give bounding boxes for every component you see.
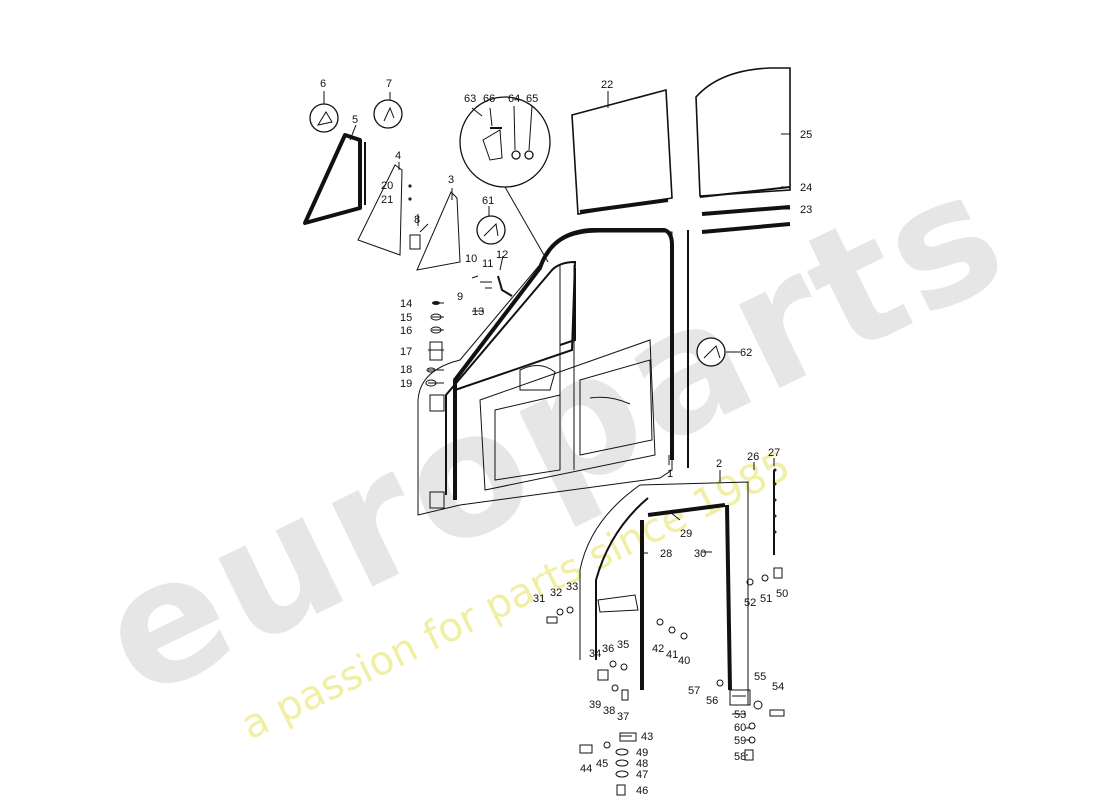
callout-37: 37 — [617, 711, 629, 723]
callout-49: 49 — [636, 747, 648, 759]
callout-28: 28 — [660, 548, 672, 560]
window-frame-seal — [453, 228, 674, 500]
callout-27: 27 — [768, 447, 780, 459]
callout-17: 17 — [400, 346, 412, 358]
callout-35: 35 — [617, 639, 629, 651]
callout-58: 58 — [734, 751, 746, 763]
vent-glass-frame — [357, 164, 403, 256]
callout-42: 42 — [652, 643, 664, 655]
callout-61: 61 — [482, 195, 494, 207]
callout-39: 39 — [589, 699, 601, 711]
callout-65: 65 — [526, 93, 538, 105]
callout-66: 66 — [483, 93, 495, 105]
callout-13: 13 — [472, 306, 484, 318]
callout-14: 14 — [400, 298, 412, 310]
callout-56: 56 — [706, 695, 718, 707]
callout-51: 51 — [760, 593, 772, 605]
callout-34: 34 — [589, 648, 601, 660]
frame-inner — [595, 497, 649, 660]
detail-62 — [696, 337, 726, 367]
callout-4: 4 — [395, 150, 401, 162]
callout-6: 6 — [320, 78, 326, 90]
callout-7: 7 — [386, 78, 392, 90]
callout-26: 26 — [747, 451, 759, 463]
callout-23: 23 — [800, 204, 812, 216]
callout-8: 8 — [414, 214, 420, 226]
callout-5: 5 — [352, 114, 358, 126]
callout-55: 55 — [754, 671, 766, 683]
front-door-glass — [571, 88, 673, 215]
callout-52: 52 — [744, 597, 756, 609]
callout-9: 9 — [457, 291, 463, 303]
callout-50: 50 — [776, 588, 788, 600]
detail-7 — [373, 99, 403, 129]
callout-18: 18 — [400, 364, 412, 376]
callout-38: 38 — [603, 705, 615, 717]
frame-seal-rear — [725, 504, 732, 691]
watermark: europarts a passion for parts since 1985 — [71, 131, 1035, 749]
callout-21: 21 — [381, 194, 393, 206]
callout-19: 19 — [400, 378, 412, 390]
callout-10: 10 — [465, 253, 477, 265]
callout-15: 15 — [400, 312, 412, 324]
callout-29: 29 — [680, 528, 692, 540]
callout-32: 32 — [550, 587, 562, 599]
callout-47: 47 — [636, 769, 648, 781]
callout-2: 2 — [716, 458, 722, 470]
detail-61 — [476, 215, 506, 245]
callout-31: 31 — [533, 593, 545, 605]
window-sill-strip — [699, 186, 791, 198]
callout-63: 63 — [464, 93, 476, 105]
callout-46: 46 — [636, 785, 648, 797]
callout-36: 36 — [602, 643, 614, 655]
window-sill-seal — [701, 205, 791, 216]
callout-25: 25 — [800, 129, 812, 141]
callout-20: 20 — [381, 180, 393, 192]
frame-seal-top — [647, 503, 726, 517]
frame-fasteners — [546, 468, 785, 796]
callout-57: 57 — [688, 685, 700, 697]
glass-channel-front — [579, 198, 669, 214]
hinge-hardware-stack — [408, 184, 513, 387]
callout-3: 3 — [448, 174, 454, 186]
callout-53: 53 — [734, 709, 746, 721]
callout-48: 48 — [636, 758, 648, 770]
watermark-logo: europarts — [71, 131, 1035, 737]
rear-door-frame — [579, 481, 749, 705]
callout-45: 45 — [596, 758, 608, 770]
callout-24: 24 — [800, 182, 812, 194]
callout-62: 62 — [740, 347, 752, 359]
callout-41: 41 — [666, 649, 678, 661]
callout-59: 59 — [734, 735, 746, 747]
rear-door-glass — [695, 67, 791, 197]
leader-lines — [323, 91, 790, 756]
vent-glass — [416, 191, 461, 271]
callout-22: 22 — [601, 79, 613, 91]
callout-12: 12 — [496, 249, 508, 261]
callout-16: 16 — [400, 325, 412, 337]
detail-lock — [459, 96, 551, 188]
door-shell — [417, 231, 673, 516]
callout-60: 60 — [734, 722, 746, 734]
callout-64: 64 — [508, 93, 520, 105]
detail-6 — [309, 103, 339, 133]
callout-40: 40 — [678, 655, 690, 667]
callout-54: 54 — [772, 681, 784, 693]
callout-33: 33 — [566, 581, 578, 593]
window-sill-seal-lower — [701, 222, 791, 234]
callout-44: 44 — [580, 763, 592, 775]
callout-43: 43 — [641, 731, 653, 743]
callout-30: 30 — [694, 548, 706, 560]
callout-11: 11 — [482, 258, 493, 270]
vent-window-seal — [303, 133, 362, 225]
callout-labels: 1 2 3 4 5 6 7 8 9 10 11 12 13 14 15 16 1… — [320, 78, 812, 797]
callout-1: 1 — [667, 468, 673, 480]
